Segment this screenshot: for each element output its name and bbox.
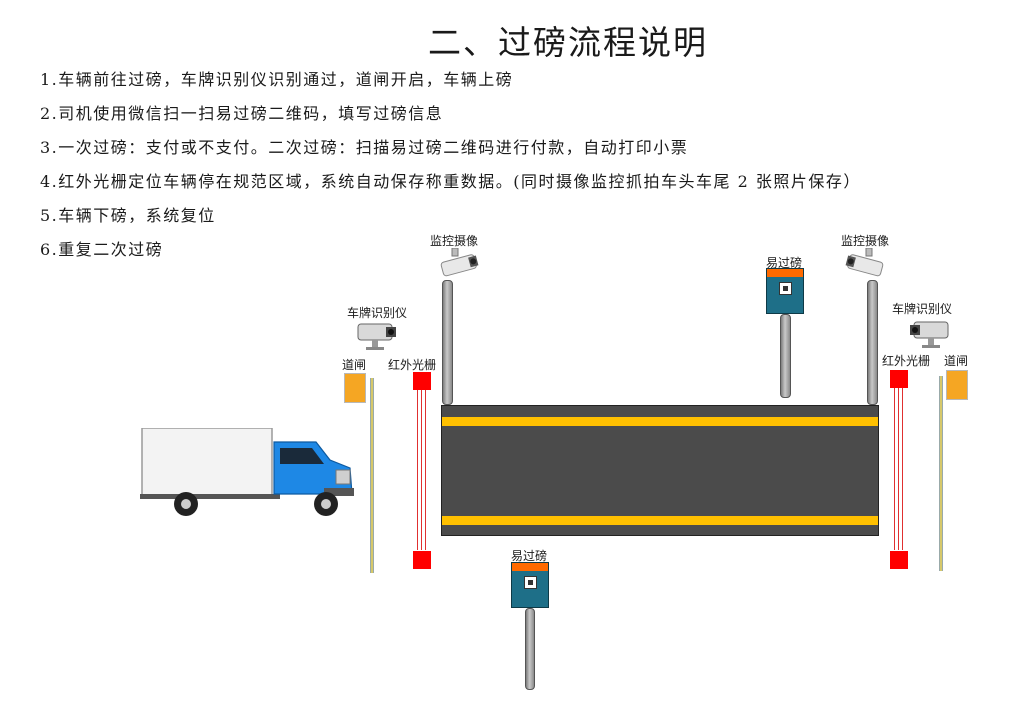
lane-stripe [442, 516, 878, 525]
kiosk-bottom-label: 易过磅 [511, 549, 548, 563]
ir-left-beam [421, 390, 422, 550]
surveillance-camera-icon [845, 248, 884, 277]
step-item: 3.一次过磅：支付或不支付。二次过磅：扫描易过磅二维码进行付款，自动打印小票 [40, 138, 689, 157]
kiosk-bottom-pole [525, 608, 535, 690]
camera-left-pole [442, 280, 453, 405]
truck-icon [140, 428, 354, 516]
camera-right-pole [867, 280, 878, 405]
page-title: 二、过磅流程说明 [428, 23, 708, 62]
weighbridge-platform [441, 405, 879, 536]
qr-code-icon [779, 282, 792, 295]
ir-right-beam [898, 388, 899, 550]
kiosk-bottom [511, 562, 549, 608]
gate-left-box [344, 373, 366, 403]
ir-left-beam [425, 390, 426, 550]
qr-code-icon [524, 576, 537, 589]
step-list: 1.车辆前往过磅，车牌识别仪识别通过，道闸开启，车辆上磅 2.司机使用微信扫一扫… [40, 66, 861, 270]
plate-recognition-camera-icon [910, 321, 949, 348]
plate-left-label: 车牌识别仪 [347, 306, 408, 320]
ir-right-beam [902, 388, 903, 550]
ir-right-label: 红外光栅 [882, 354, 931, 368]
step-item: 5.车辆下磅，系统复位 [40, 206, 216, 225]
kiosk-top-pole [780, 314, 791, 398]
ir-right-top [890, 370, 908, 388]
ir-left-beam [417, 390, 418, 550]
step-item: 1.车辆前往过磅，车牌识别仪识别通过，道闸开启，车辆上磅 [40, 70, 514, 89]
camera-right-label: 监控摄像 [841, 234, 890, 248]
kiosk-top-label: 易过磅 [766, 256, 803, 270]
ir-right-beam [894, 388, 895, 550]
step-item: 6.重复二次过磅 [40, 240, 164, 259]
gate-left-label: 道闸 [342, 358, 367, 372]
ir-left-top [413, 372, 431, 390]
step-item: 2.司机使用微信扫一扫易过磅二维码，填写过磅信息 [40, 104, 444, 123]
gate-right-box [946, 370, 968, 400]
step-item: 4.红外光栅定位车辆停在规范区域，系统自动保存称重数据。(同时摄像监控抓拍车头车… [40, 172, 861, 191]
plate-recognition-camera-icon [357, 323, 396, 350]
surveillance-camera-icon [440, 248, 479, 277]
ir-right-bottom [890, 551, 908, 569]
gate-right-label: 道闸 [944, 354, 969, 368]
camera-left-label: 监控摄像 [430, 234, 479, 248]
gate-right-arm [939, 376, 943, 571]
gate-left-arm [370, 378, 374, 573]
lane-stripe [442, 417, 878, 426]
plate-right-label: 车牌识别仪 [892, 302, 953, 316]
kiosk-top [766, 268, 804, 314]
ir-left-bottom [413, 551, 431, 569]
ir-left-label: 红外光栅 [388, 358, 437, 372]
